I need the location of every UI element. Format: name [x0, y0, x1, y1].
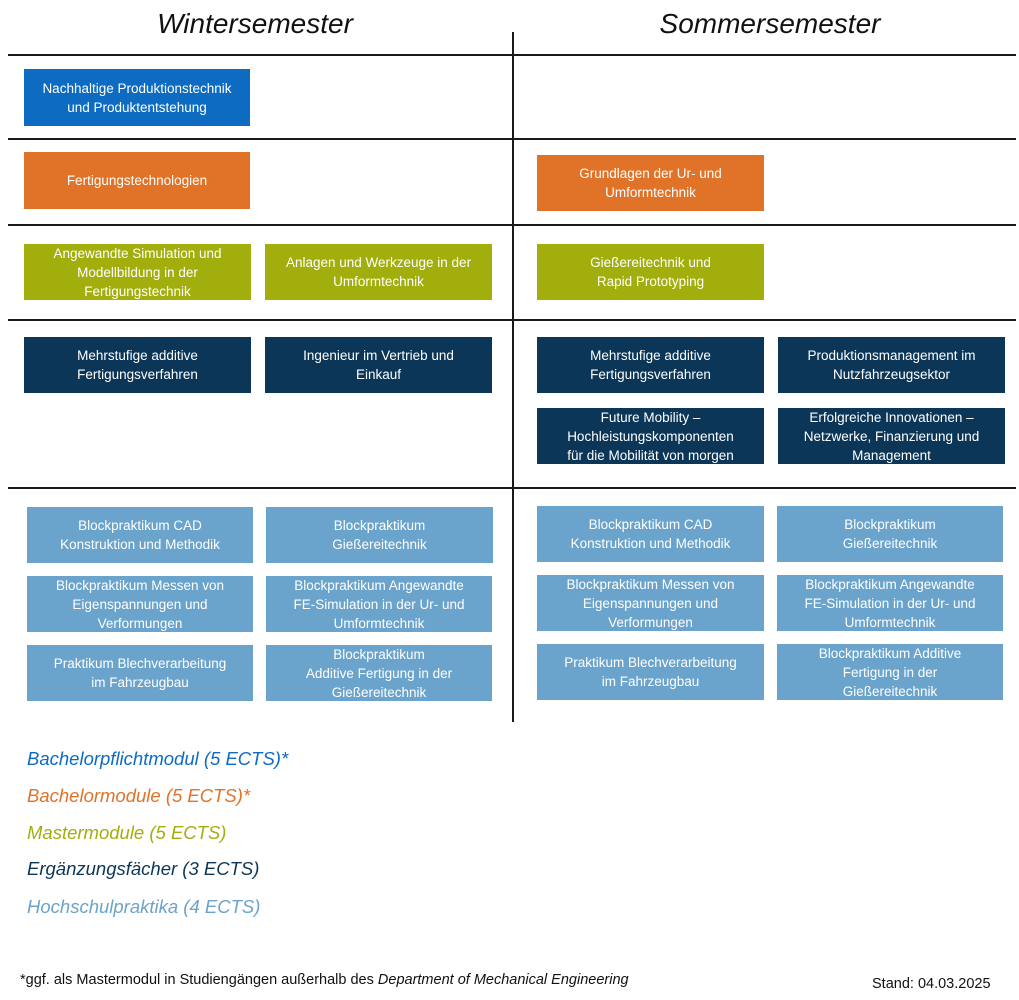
module-nachhaltige-produktionstechnik: Nachhaltige Produktionstechnik und Produ… — [24, 69, 250, 126]
module-grundlagen-ur-umformtechnik: Grundlagen der Ur- und Umformtechnik — [537, 155, 764, 211]
practicum-eigenspannungen-summer: Blockpraktikum Messen von Eigenspannunge… — [537, 575, 764, 631]
practicum-fe-simulation-summer: Blockpraktikum Angewandte FE-Simulation … — [777, 575, 1003, 631]
winter-heading: Wintersemester — [157, 8, 353, 39]
module-ingenieur-vertrieb: Ingenieur im Vertrieb und Einkauf — [265, 337, 492, 393]
legend-supplementary: Ergänzungsfächer (3 ECTS) — [27, 858, 260, 879]
module-mehrstufige-additive-winter: Mehrstufige additive Fertigungsverfahren — [24, 337, 251, 393]
practicum-cad-summer: Blockpraktikum CAD Konstruktion und Meth… — [537, 506, 764, 562]
legend-bachelor-required: Bachelorpflichtmodul (5 ECTS)* — [27, 748, 289, 769]
practicum-fe-simulation-winter: Blockpraktikum Angewandte FE-Simulation … — [266, 576, 492, 632]
module-giessereitechnik-rapid-prototyping: Gießereitechnik und Rapid Prototyping — [537, 244, 764, 300]
practicum-cad-winter: Blockpraktikum CAD Konstruktion und Meth… — [27, 507, 253, 563]
practicum-additive-fertigung-summer: Blockpraktikum Additive Fertigung in der… — [777, 644, 1003, 700]
module-anlagen-werkzeuge: Anlagen und Werkzeuge in der Umformtechn… — [265, 244, 492, 300]
module-angewandte-simulation: Angewandte Simulation und Modellbildung … — [24, 244, 251, 300]
practicum-giessereitechnik-winter: Blockpraktikum Gießereitechnik — [266, 507, 493, 563]
module-future-mobility: Future Mobility – Hochleistungskomponent… — [537, 408, 764, 464]
legend-master: Mastermodule (5 ECTS) — [27, 822, 227, 843]
legend-internship: Hochschulpraktika (4 ECTS) — [27, 896, 261, 917]
practicum-blechverarbeitung-winter: Praktikum Blechverarbeitung im Fahrzeugb… — [27, 645, 253, 701]
module-mehrstufige-additive-summer: Mehrstufige additive Fertigungsverfahren — [537, 337, 764, 393]
practicum-additive-fertigung-winter: Blockpraktikum Additive Fertigung in der… — [266, 645, 492, 701]
practicum-giessereitechnik-summer: Blockpraktikum Gießereitechnik — [777, 506, 1003, 562]
module-produktionsmanagement: Produktionsmanagement im Nutzfahrzeugsek… — [778, 337, 1005, 393]
semester-divider — [512, 32, 514, 722]
footnote: *ggf. als Mastermodul in Studiengängen a… — [20, 972, 629, 988]
module-fertigungstechnologien: Fertigungstechnologien — [24, 152, 250, 209]
module-erfolgreiche-innovationen: Erfolgreiche Innovationen – Netzwerke, F… — [778, 408, 1005, 464]
summer-heading: Sommersemester — [659, 8, 881, 39]
practicum-eigenspannungen-winter: Blockpraktikum Messen von Eigenspannunge… — [27, 576, 253, 632]
legend-bachelor: Bachelormodule (5 ECTS)* — [27, 785, 251, 806]
footnote-department: Department of Mechanical Engineering — [377, 972, 629, 988]
stand-date: Stand: 04.03.2025 — [872, 976, 991, 992]
practicum-blechverarbeitung-summer: Praktikum Blechverarbeitung im Fahrzeugb… — [537, 644, 764, 700]
footnote-text: *ggf. als Mastermodul in Studiengängen a… — [20, 972, 378, 988]
